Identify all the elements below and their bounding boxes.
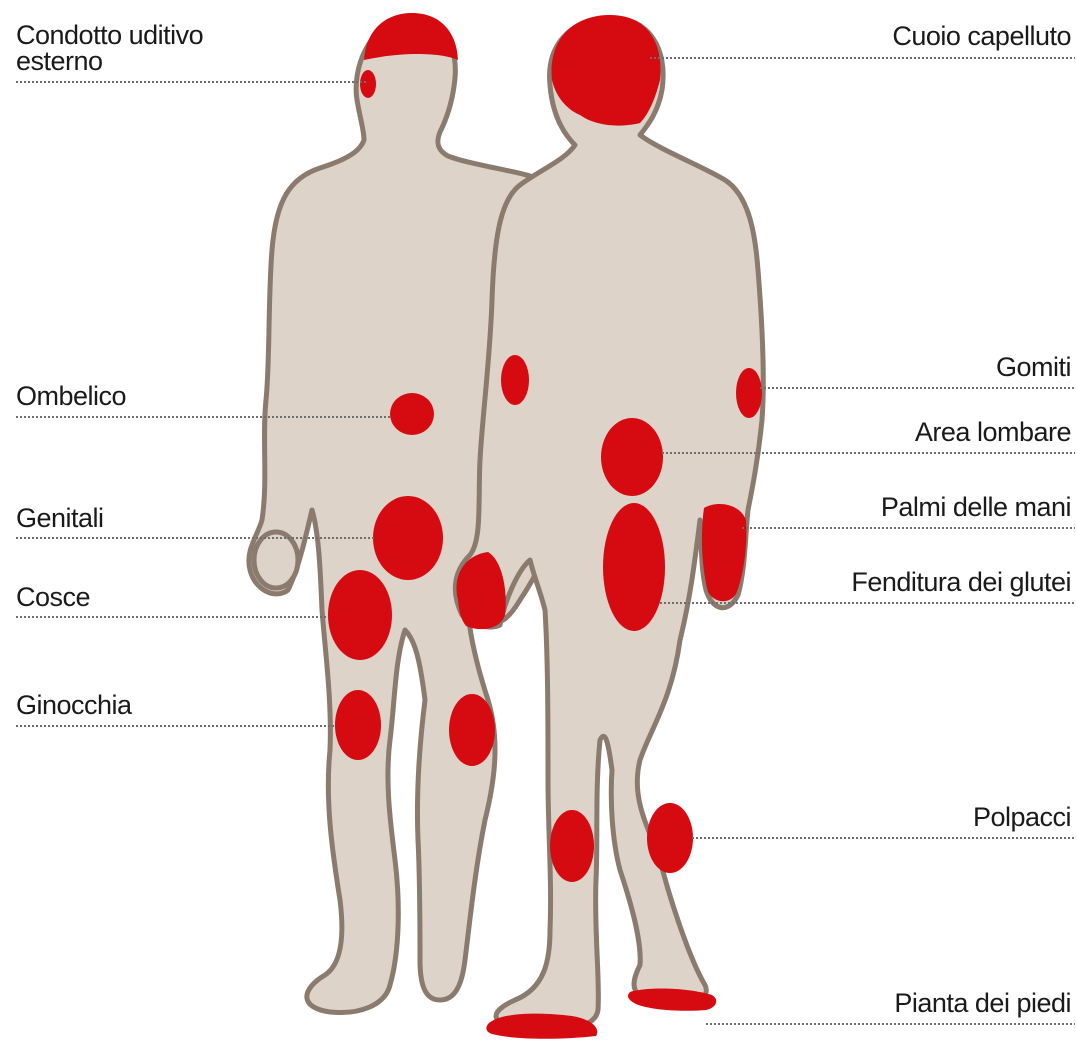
- lower-back-spot: [601, 418, 663, 496]
- gluteal-cleft-spot: [603, 503, 665, 631]
- navel-spot: [390, 393, 434, 435]
- label-thighs: Cosce: [16, 582, 90, 612]
- label-calves: Polpacci: [973, 802, 1071, 832]
- label-genitals: Genitali: [16, 503, 104, 533]
- label-ear-canal-line2: esterno: [16, 46, 103, 76]
- label-gluteal-cleft: Fenditura dei glutei: [851, 567, 1071, 597]
- label-soles: Pianta dei piedi: [894, 988, 1071, 1018]
- knee-spot-right: [449, 694, 495, 766]
- knee-spot-left: [335, 690, 381, 760]
- label-lower-back: Area lombare: [915, 417, 1071, 447]
- label-navel: Ombelico: [16, 381, 126, 411]
- ear-spot: [360, 70, 376, 98]
- calf-spot-left: [550, 810, 594, 882]
- labels-left: Condotto uditivo esterno Ombelico Genita…: [16, 20, 203, 720]
- front-head-spot: [364, 13, 458, 60]
- labels-right: Cuoio capelluto Gomiti Area lombare Palm…: [851, 21, 1071, 1018]
- thigh-spot: [328, 570, 392, 660]
- elbow-spot-right: [736, 368, 762, 418]
- genitals-spot: [373, 496, 443, 580]
- label-scalp: Cuoio capelluto: [892, 21, 1071, 51]
- front-fist: [254, 532, 298, 588]
- label-elbows: Gomiti: [996, 352, 1071, 382]
- calf-spot-right: [647, 803, 693, 873]
- elbow-spot-left: [501, 355, 529, 405]
- label-palms: Palmi delle mani: [881, 492, 1071, 522]
- label-knees: Ginocchia: [16, 690, 133, 720]
